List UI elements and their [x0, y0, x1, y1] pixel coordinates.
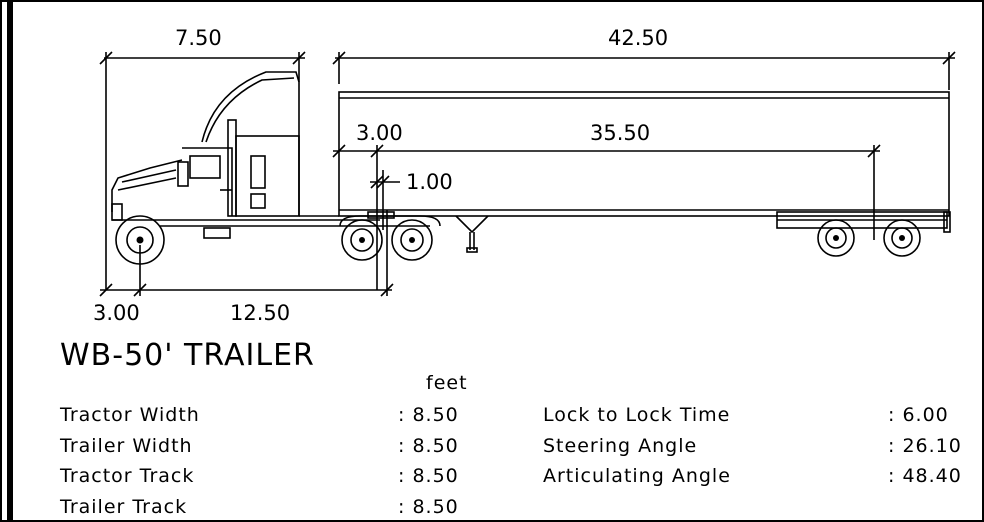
trailer-wheel-1: [817, 219, 855, 257]
dim-tractor-front: 7.50: [175, 26, 222, 50]
roof-fairing: [201, 71, 300, 216]
spec-label: Lock to Lock Time: [543, 404, 730, 426]
dim-kingpin-offset: 1.00: [406, 170, 453, 194]
sleeper-window: [250, 155, 266, 189]
spec-value: : 26.10: [888, 435, 962, 457]
spec-label: Articulating Angle: [543, 465, 731, 487]
spec-label: Trailer Track: [59, 496, 187, 518]
dim-front-overhang: 3.00: [93, 301, 140, 325]
dim-trailer-length: 42.50: [608, 26, 668, 50]
spec-value: : 8.50: [398, 496, 459, 518]
trailer-wheel-2: [883, 219, 921, 257]
spec-value: : 8.50: [398, 435, 459, 457]
units-label: feet: [426, 372, 468, 394]
trailer-box: [338, 91, 950, 217]
cab-window: [189, 155, 221, 179]
spec-label: Tractor Width: [59, 404, 200, 426]
vehicle-title: WB-50' TRAILER: [60, 338, 315, 373]
spec-label: Trailer Width: [59, 435, 193, 457]
spec-label: Tractor Track: [59, 465, 194, 487]
dim-kingpin-to-rear-axle: 35.50: [590, 121, 650, 145]
grille: [111, 203, 123, 221]
fuel-tank: [203, 227, 231, 239]
dim-trailer-front-to-kingpin: 3.00: [356, 121, 403, 145]
spec-value: : 8.50: [398, 465, 459, 487]
spec-value: : 6.00: [888, 404, 949, 426]
hood: [111, 159, 183, 212]
fifth-wheel: [367, 211, 395, 219]
spec-label: Steering Angle: [543, 435, 697, 457]
spec-value: : 8.50: [398, 404, 459, 426]
spec-value: : 48.40: [888, 465, 962, 487]
drive-wheel-1: [341, 219, 383, 261]
dimension-lines: [99, 51, 956, 297]
dim-tractor-wheelbase: 12.50: [230, 301, 290, 325]
drive-wheel-2: [391, 219, 433, 261]
trailer: [338, 91, 951, 257]
landing-gear: [455, 215, 489, 234]
steer-wheel: [115, 215, 165, 265]
specs-left: Tractor Width : 8.50 Trailer Width : 8.5…: [59, 404, 459, 518]
specs-right: Lock to Lock Time : 6.00 Steering Angle …: [543, 404, 962, 487]
tractor: [111, 71, 441, 265]
